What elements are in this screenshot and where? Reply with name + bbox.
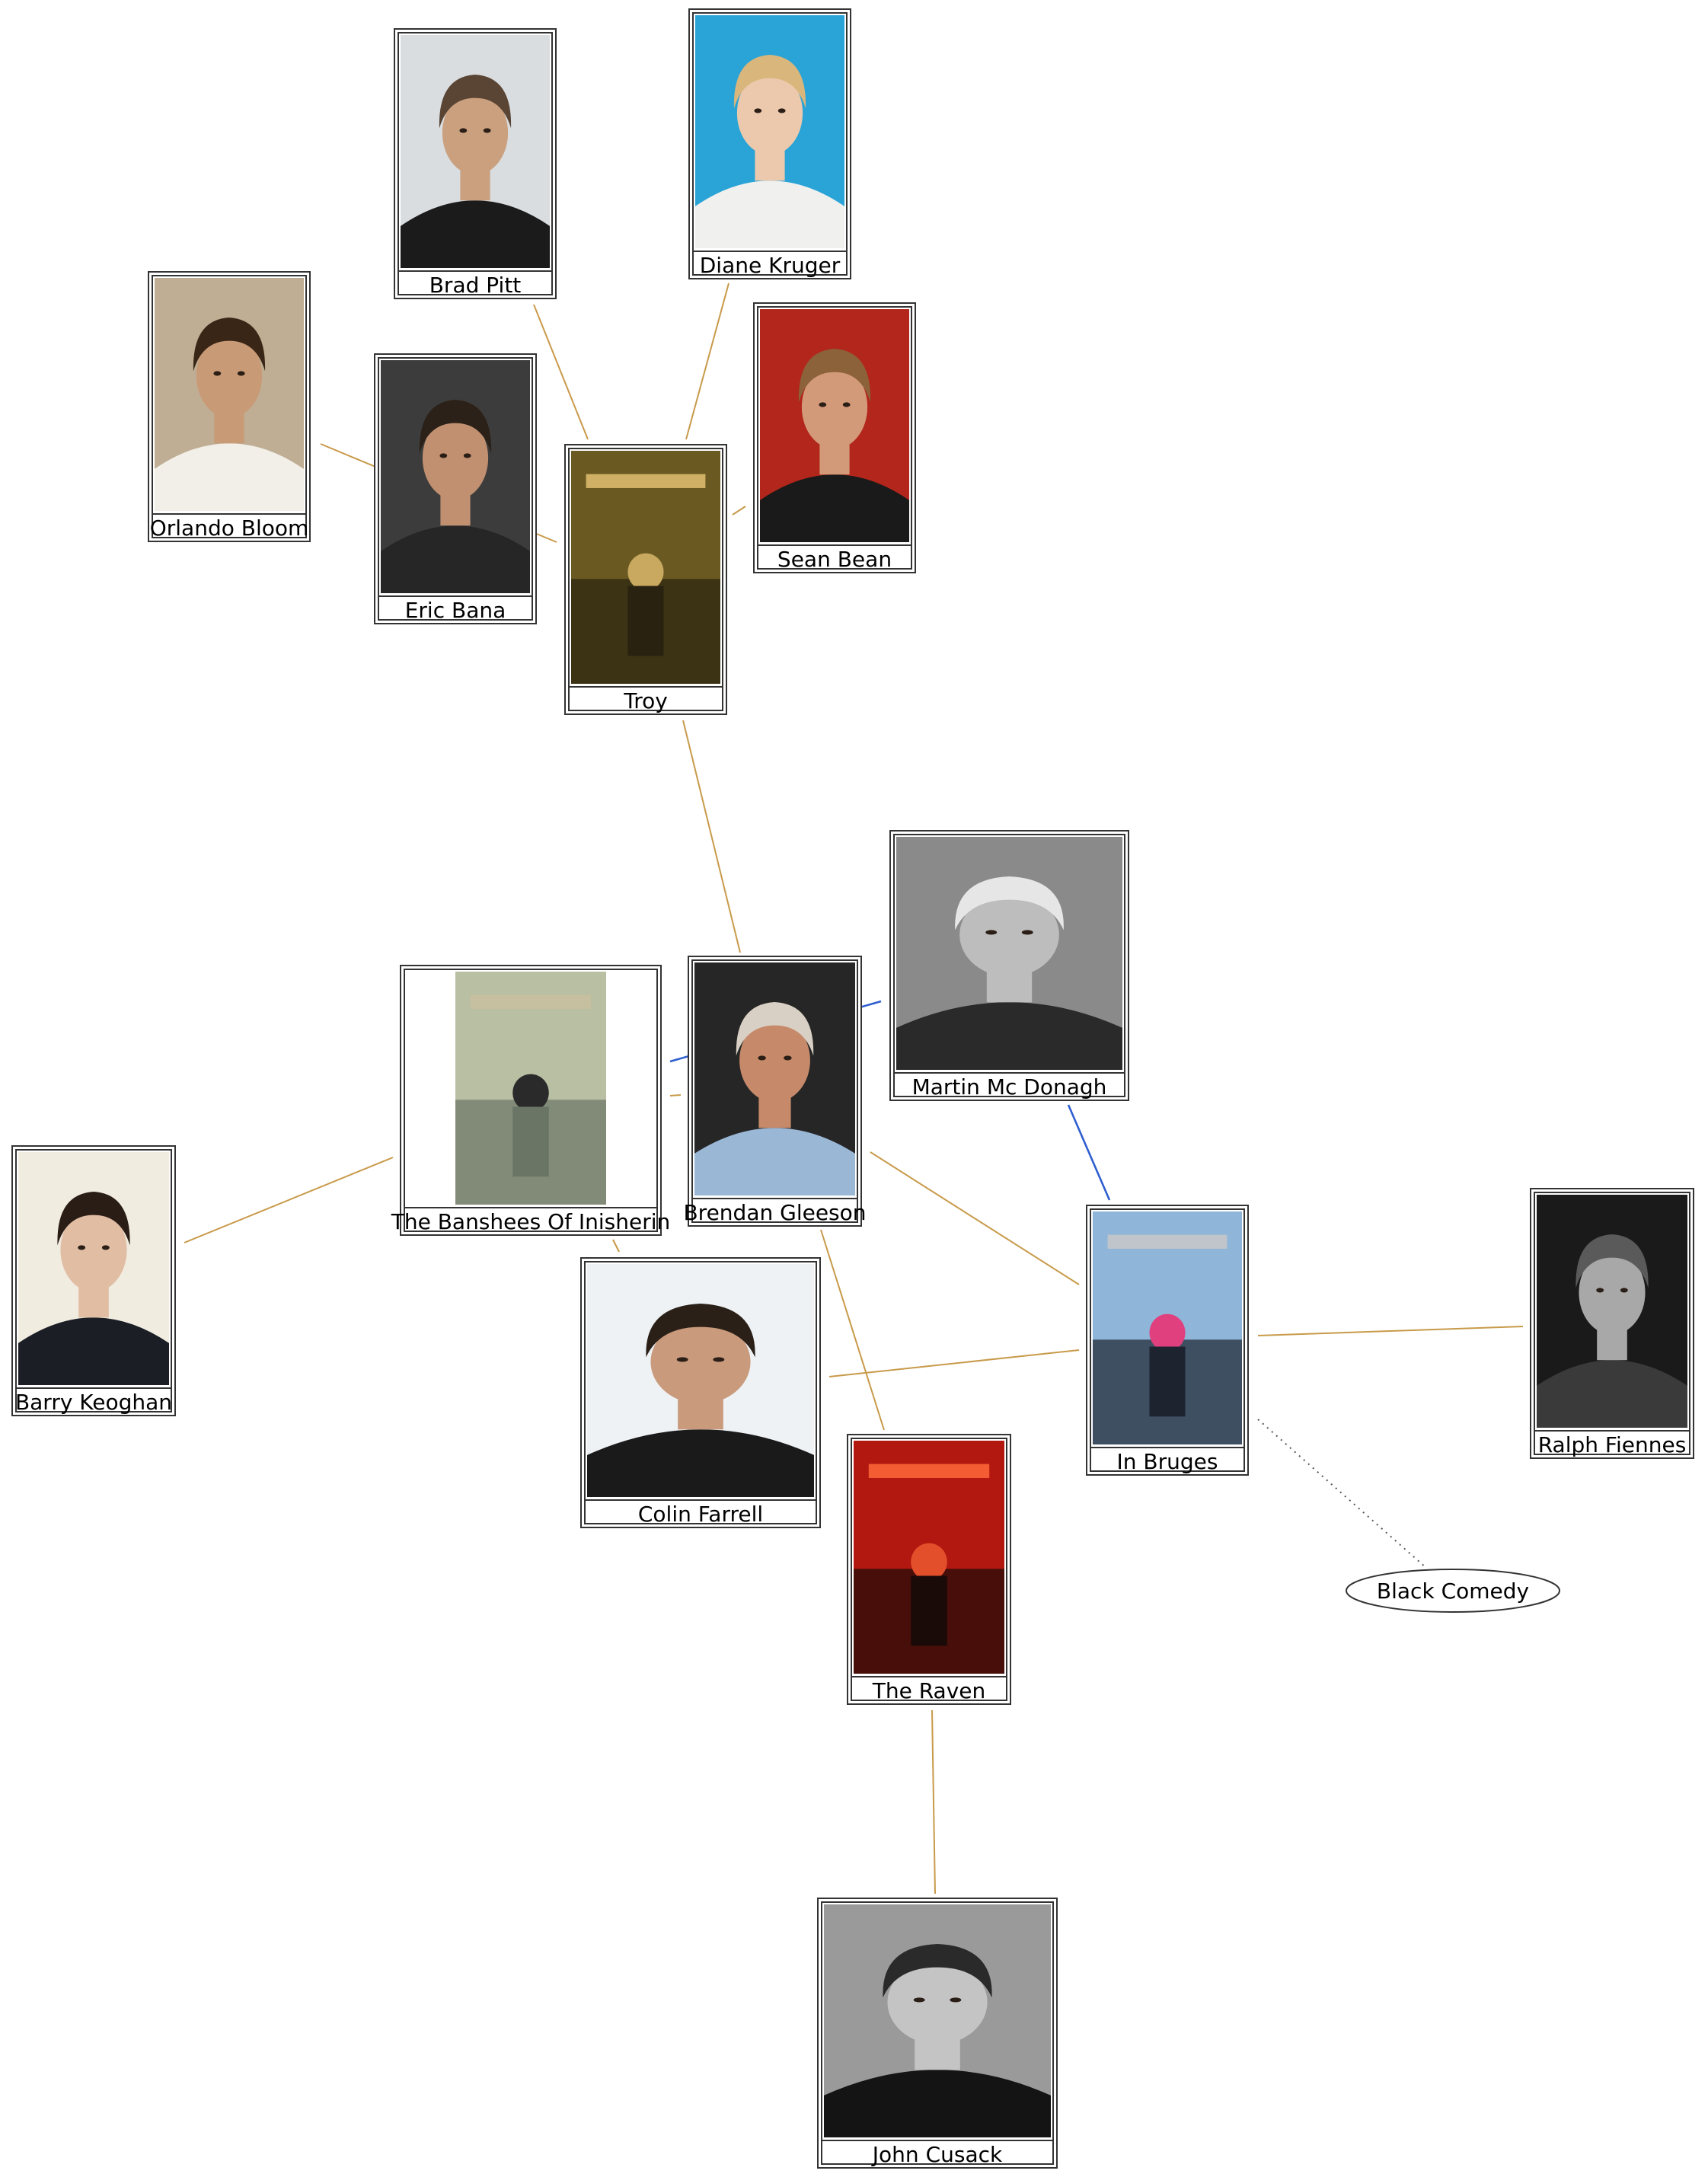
edge-in-bruges-to-ralph-fiennes: [1257, 1326, 1524, 1336]
edge-banshees-to-brendan-gleeson: [669, 1094, 682, 1096]
node-label: Black Comedy: [1377, 1578, 1529, 1604]
edge-martin-mcdonagh-to-in-bruges: [1067, 1104, 1111, 1201]
movie-poster-image: In Bruges movie poster: [1093, 1211, 1242, 1444]
portrait-image: portrait of Brendan Gleeson: [694, 962, 855, 1195]
edge-colin-farrell-to-in-bruges: [828, 1349, 1080, 1377]
node-label: Martin Mc Donagh: [912, 1074, 1107, 1100]
edge-sean-bean-to-troy: [732, 506, 746, 516]
node-troy[interactable]: Troy movie posterTroy: [564, 444, 727, 715]
node-label: Brendan Gleeson: [683, 1200, 866, 1225]
node-label: Ralph Fiennes: [1538, 1432, 1687, 1457]
portrait-image: portrait of Eric Bana: [381, 360, 530, 593]
node-label: In Bruges: [1117, 1449, 1218, 1474]
movie-poster-image: The Raven movie poster: [854, 1441, 1004, 1674]
node-label: The Raven: [872, 1678, 986, 1703]
node-label: Barry Keoghan: [15, 1390, 172, 1415]
node-label: Brad Pitt: [429, 273, 522, 298]
node-label: Orlando Bloom: [150, 516, 309, 541]
node-brad-pitt[interactable]: portrait of Brad PittBrad Pitt: [394, 28, 557, 299]
node-banshees[interactable]: The Banshees Of Inisherin movie posterTh…: [391, 965, 671, 1236]
edge-banshees-to-colin-farrell: [612, 1239, 620, 1253]
portrait-image: portrait of Colin Farrell: [587, 1264, 814, 1497]
node-the-raven[interactable]: The Raven movie posterThe Raven: [847, 1434, 1011, 1705]
portrait-image: portrait of Orlando Bloom: [155, 278, 304, 511]
node-label: The Banshees Of Inisherin: [391, 1209, 671, 1234]
node-label: Colin Farrell: [638, 1502, 763, 1527]
portrait-image: portrait of Barry Keoghan: [18, 1152, 169, 1385]
edge-brendan-gleeson-to-in-bruges: [870, 1151, 1080, 1285]
edge-troy-to-brendan-gleeson: [682, 720, 741, 953]
node-diane-kruger[interactable]: portrait of Diane KrugerDiane Kruger: [688, 8, 851, 279]
edge-brad-pitt-to-troy: [533, 304, 589, 440]
movie-poster-image: Troy movie poster: [571, 451, 720, 684]
movie-poster-image: The Banshees Of Inisherin movie poster: [455, 972, 606, 1205]
node-label: Sean Bean: [777, 547, 892, 572]
node-black-comedy[interactable]: Black Comedy: [1346, 1569, 1560, 1613]
edge-barry-keoghan-to-banshees: [184, 1157, 394, 1243]
portrait-image: portrait of Diane Kruger: [695, 15, 844, 248]
edge-the-raven-to-john-cusack: [931, 1709, 936, 1895]
portrait-image: portrait of Brad Pitt: [401, 35, 550, 268]
node-barry-keoghan[interactable]: portrait of Barry KeoghanBarry Keoghan: [11, 1145, 176, 1416]
portrait-image: portrait of Sean Bean: [760, 309, 909, 542]
nodes-layer: portrait of Brad PittBrad Pittportrait o…: [11, 8, 1694, 2169]
node-label: Troy: [623, 688, 668, 713]
portrait-image: black and white portrait of Ralph Fienne…: [1537, 1195, 1687, 1428]
node-eric-bana[interactable]: portrait of Eric BanaEric Bana: [374, 353, 537, 624]
node-label: Eric Bana: [405, 598, 506, 623]
edge-in-bruges-to-black-comedy: [1257, 1419, 1427, 1569]
portrait-image: black and white portrait of John Cusack: [824, 1904, 1051, 2137]
node-orlando-bloom[interactable]: portrait of Orlando BloomOrlando Bloom: [148, 271, 311, 542]
edge-brendan-gleeson-to-the-raven: [820, 1229, 885, 1431]
genre-ellipse: [1346, 1569, 1560, 1613]
node-colin-farrell[interactable]: portrait of Colin FarrellColin Farrell: [580, 1257, 821, 1528]
node-ralph-fiennes[interactable]: black and white portrait of Ralph Fienne…: [1530, 1188, 1694, 1459]
node-john-cusack[interactable]: black and white portrait of John CusackJ…: [817, 1898, 1058, 2169]
node-label: Diane Kruger: [700, 253, 841, 278]
node-sean-bean[interactable]: portrait of Sean BeanSean Bean: [753, 302, 916, 573]
node-in-bruges[interactable]: In Bruges movie poster In Bruges: [1086, 1205, 1249, 1476]
node-martin-mcdonagh[interactable]: black and white portrait of Martin Mc Do…: [889, 830, 1129, 1101]
node-label: John Cusack: [871, 2142, 1003, 2167]
edge-diane-kruger-to-troy: [685, 282, 729, 440]
portrait-image: black and white portrait of Martin Mc Do…: [896, 837, 1122, 1070]
